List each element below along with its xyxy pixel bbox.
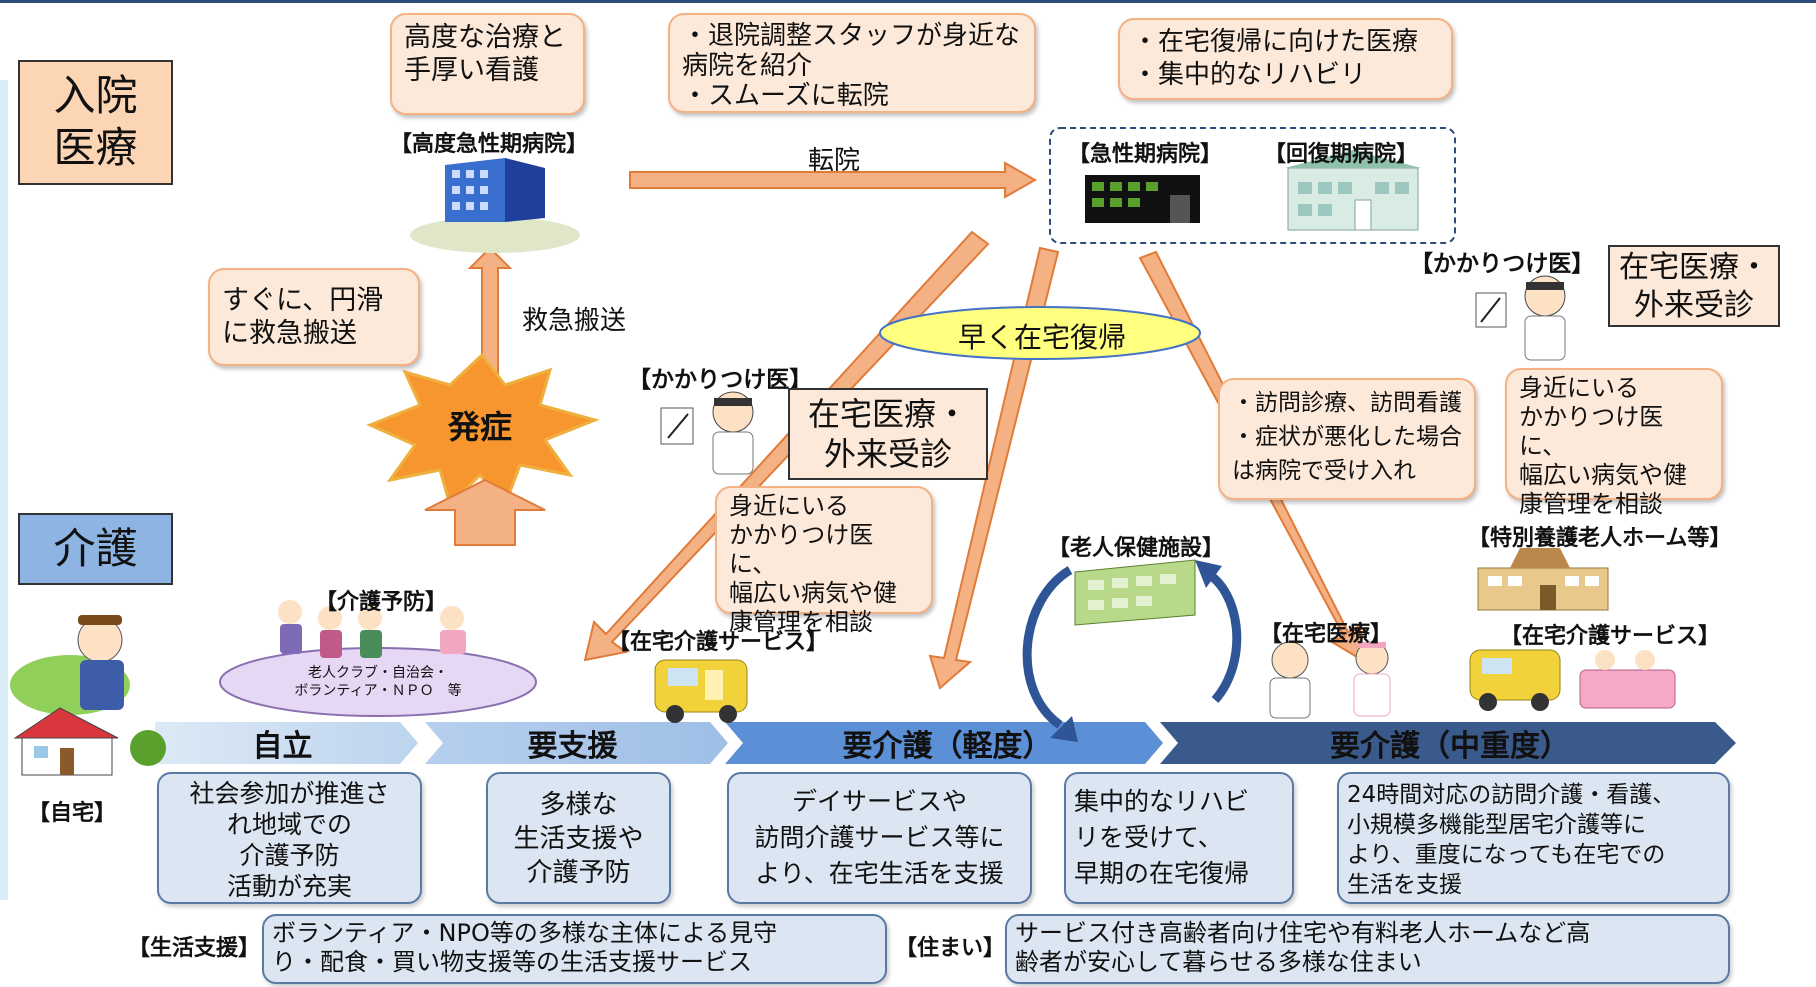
home-visit-bubble: ・訪問診療、訪問看護 ・症状が悪化した場合 は病院で受け入れ — [1218, 378, 1476, 500]
home-label: 【自宅】 — [28, 801, 117, 826]
care-section-title: 介護 — [18, 513, 173, 585]
desc-mild: デイサービスや 訪問介護サービス等に より、在宅生活を支援 — [727, 772, 1032, 904]
care-van-icon-center — [654, 659, 748, 723]
hospital-group-frame — [1049, 127, 1456, 244]
transport-bubble: すぐに、円滑 に救急搬送 — [208, 268, 420, 366]
doctor-icon-right — [1475, 275, 1566, 361]
housing-box: サービス付き高齢者向け住宅や有料老人ホームなど高 齢者が安心して暮らせる多様な住… — [1005, 914, 1730, 984]
home-outpatient-center: 在宅医療・ 外来受診 — [788, 388, 988, 480]
emergency-arrow — [467, 246, 513, 376]
advanced-hospital-label: 【高度急性期病院】 — [390, 132, 589, 157]
transfer-text: 転院 — [808, 146, 861, 176]
care-van-icon-right — [1469, 649, 1676, 711]
stage-band-severe — [1160, 722, 1736, 764]
nursing-facility-icon — [1074, 559, 1196, 626]
gp-center-bubble: 身近にいる かかりつけ医に、 幅広い病気や健 康管理を相談 — [715, 486, 933, 636]
special-home-label: 【特別養護老人ホーム等】 — [1468, 526, 1732, 551]
desc-independent: 社会参加が推進さ れ地域での 介護予防 活動が充実 — [157, 772, 422, 904]
life-support-box: ボランティア・NPO等の多様な主体による見守 り・配食・買い物支援等の生活支援サ… — [262, 914, 887, 984]
home-return-bubble: ・在宅復帰に向けた医療 ・集中的なリハビリ — [1118, 18, 1453, 100]
stage-band-mild — [725, 722, 1163, 764]
elderly-man-icon — [10, 615, 130, 715]
nursing-facility-label: 【老人保健施設】 — [1048, 536, 1225, 561]
stage-band-support — [425, 722, 728, 764]
onset-up-arrow — [424, 478, 546, 546]
cycle-arrow-left-head — [1050, 716, 1078, 742]
stage-band-independent — [155, 722, 418, 764]
gp-right-bubble: 身近にいる かかりつけ医に、 幅広い病気や健 康管理を相談 — [1505, 368, 1723, 518]
advanced-care-bubble: 高度な治療と 手厚い看護 — [390, 13, 585, 115]
desc-severe: 24時間対応の訪問介護・看護、 小規模多機能型居宅介護等に より、重度になっても… — [1337, 772, 1730, 904]
house-icon — [13, 707, 166, 776]
recovery-hospital-label: 【回復期病院】 — [1264, 142, 1419, 167]
stage-independent: 自立 — [252, 729, 313, 764]
discharge-bubble: ・退院調整スタッフが身近な 病院を紹介 ・スムーズに転院 — [668, 13, 1036, 113]
care-prevention-people-icon — [278, 600, 466, 658]
special-nursing-home-icon — [1477, 548, 1609, 611]
care-prevention-label: 【介護予防】 — [315, 590, 448, 615]
recovery-hospital-icon — [1285, 150, 1421, 231]
top-border — [0, 0, 1816, 3]
onset-text: 発症 — [448, 408, 513, 446]
home-outpatient-right: 在宅医療・ 外来受診 — [1608, 245, 1780, 327]
cycle-arrow-left — [1022, 566, 1073, 729]
home-care-right-label: 【在宅介護サービス】 — [1500, 624, 1721, 649]
desc-support: 多様な 生活支援や 介護予防 — [486, 772, 671, 904]
hospital-section-title: 入院 医療 — [18, 60, 173, 185]
doctor-icon-center — [660, 391, 754, 475]
onset-burst — [366, 352, 600, 508]
home-medical-label: 【在宅医療】 — [1260, 622, 1393, 647]
desc-rehab: 集中的なリハビ リを受けて、 早期の在宅復帰 — [1064, 772, 1294, 904]
early-return-ellipse — [879, 306, 1201, 360]
stage-mild: 要介護（軽度） — [842, 729, 1053, 764]
side-border — [0, 80, 8, 900]
home-care-center-label: 【在宅介護サービス】 — [608, 630, 829, 655]
cycle-arrow-right — [1202, 568, 1242, 703]
acute-hospital-icon — [1085, 175, 1200, 223]
care-prevention-ellipse-text: 老人クラブ・自治会・ ボランティア・ＮＰＯ 等 — [294, 665, 462, 699]
life-support-label: 【生活支援】 — [128, 936, 261, 961]
acute-hospital-label: 【急性期病院】 — [1068, 142, 1223, 167]
early-return-text: 早く在宅復帰 — [958, 321, 1127, 354]
advanced-hospital-icon — [410, 158, 580, 253]
home-medical-staff-icon — [1269, 641, 1391, 719]
gp-right-label: 【かかりつけ医】 — [1410, 251, 1595, 277]
transfer-arrow — [629, 161, 1038, 199]
housing-label: 【住まい】 — [895, 936, 1006, 961]
cycle-arrow-right-head — [1195, 560, 1222, 588]
emergency-text: 救急搬送 — [522, 306, 627, 336]
stage-severe: 要介護（中重度） — [1330, 729, 1570, 764]
gp-center-label: 【かかりつけ医】 — [628, 367, 813, 393]
stage-support: 要支援 — [527, 729, 618, 764]
